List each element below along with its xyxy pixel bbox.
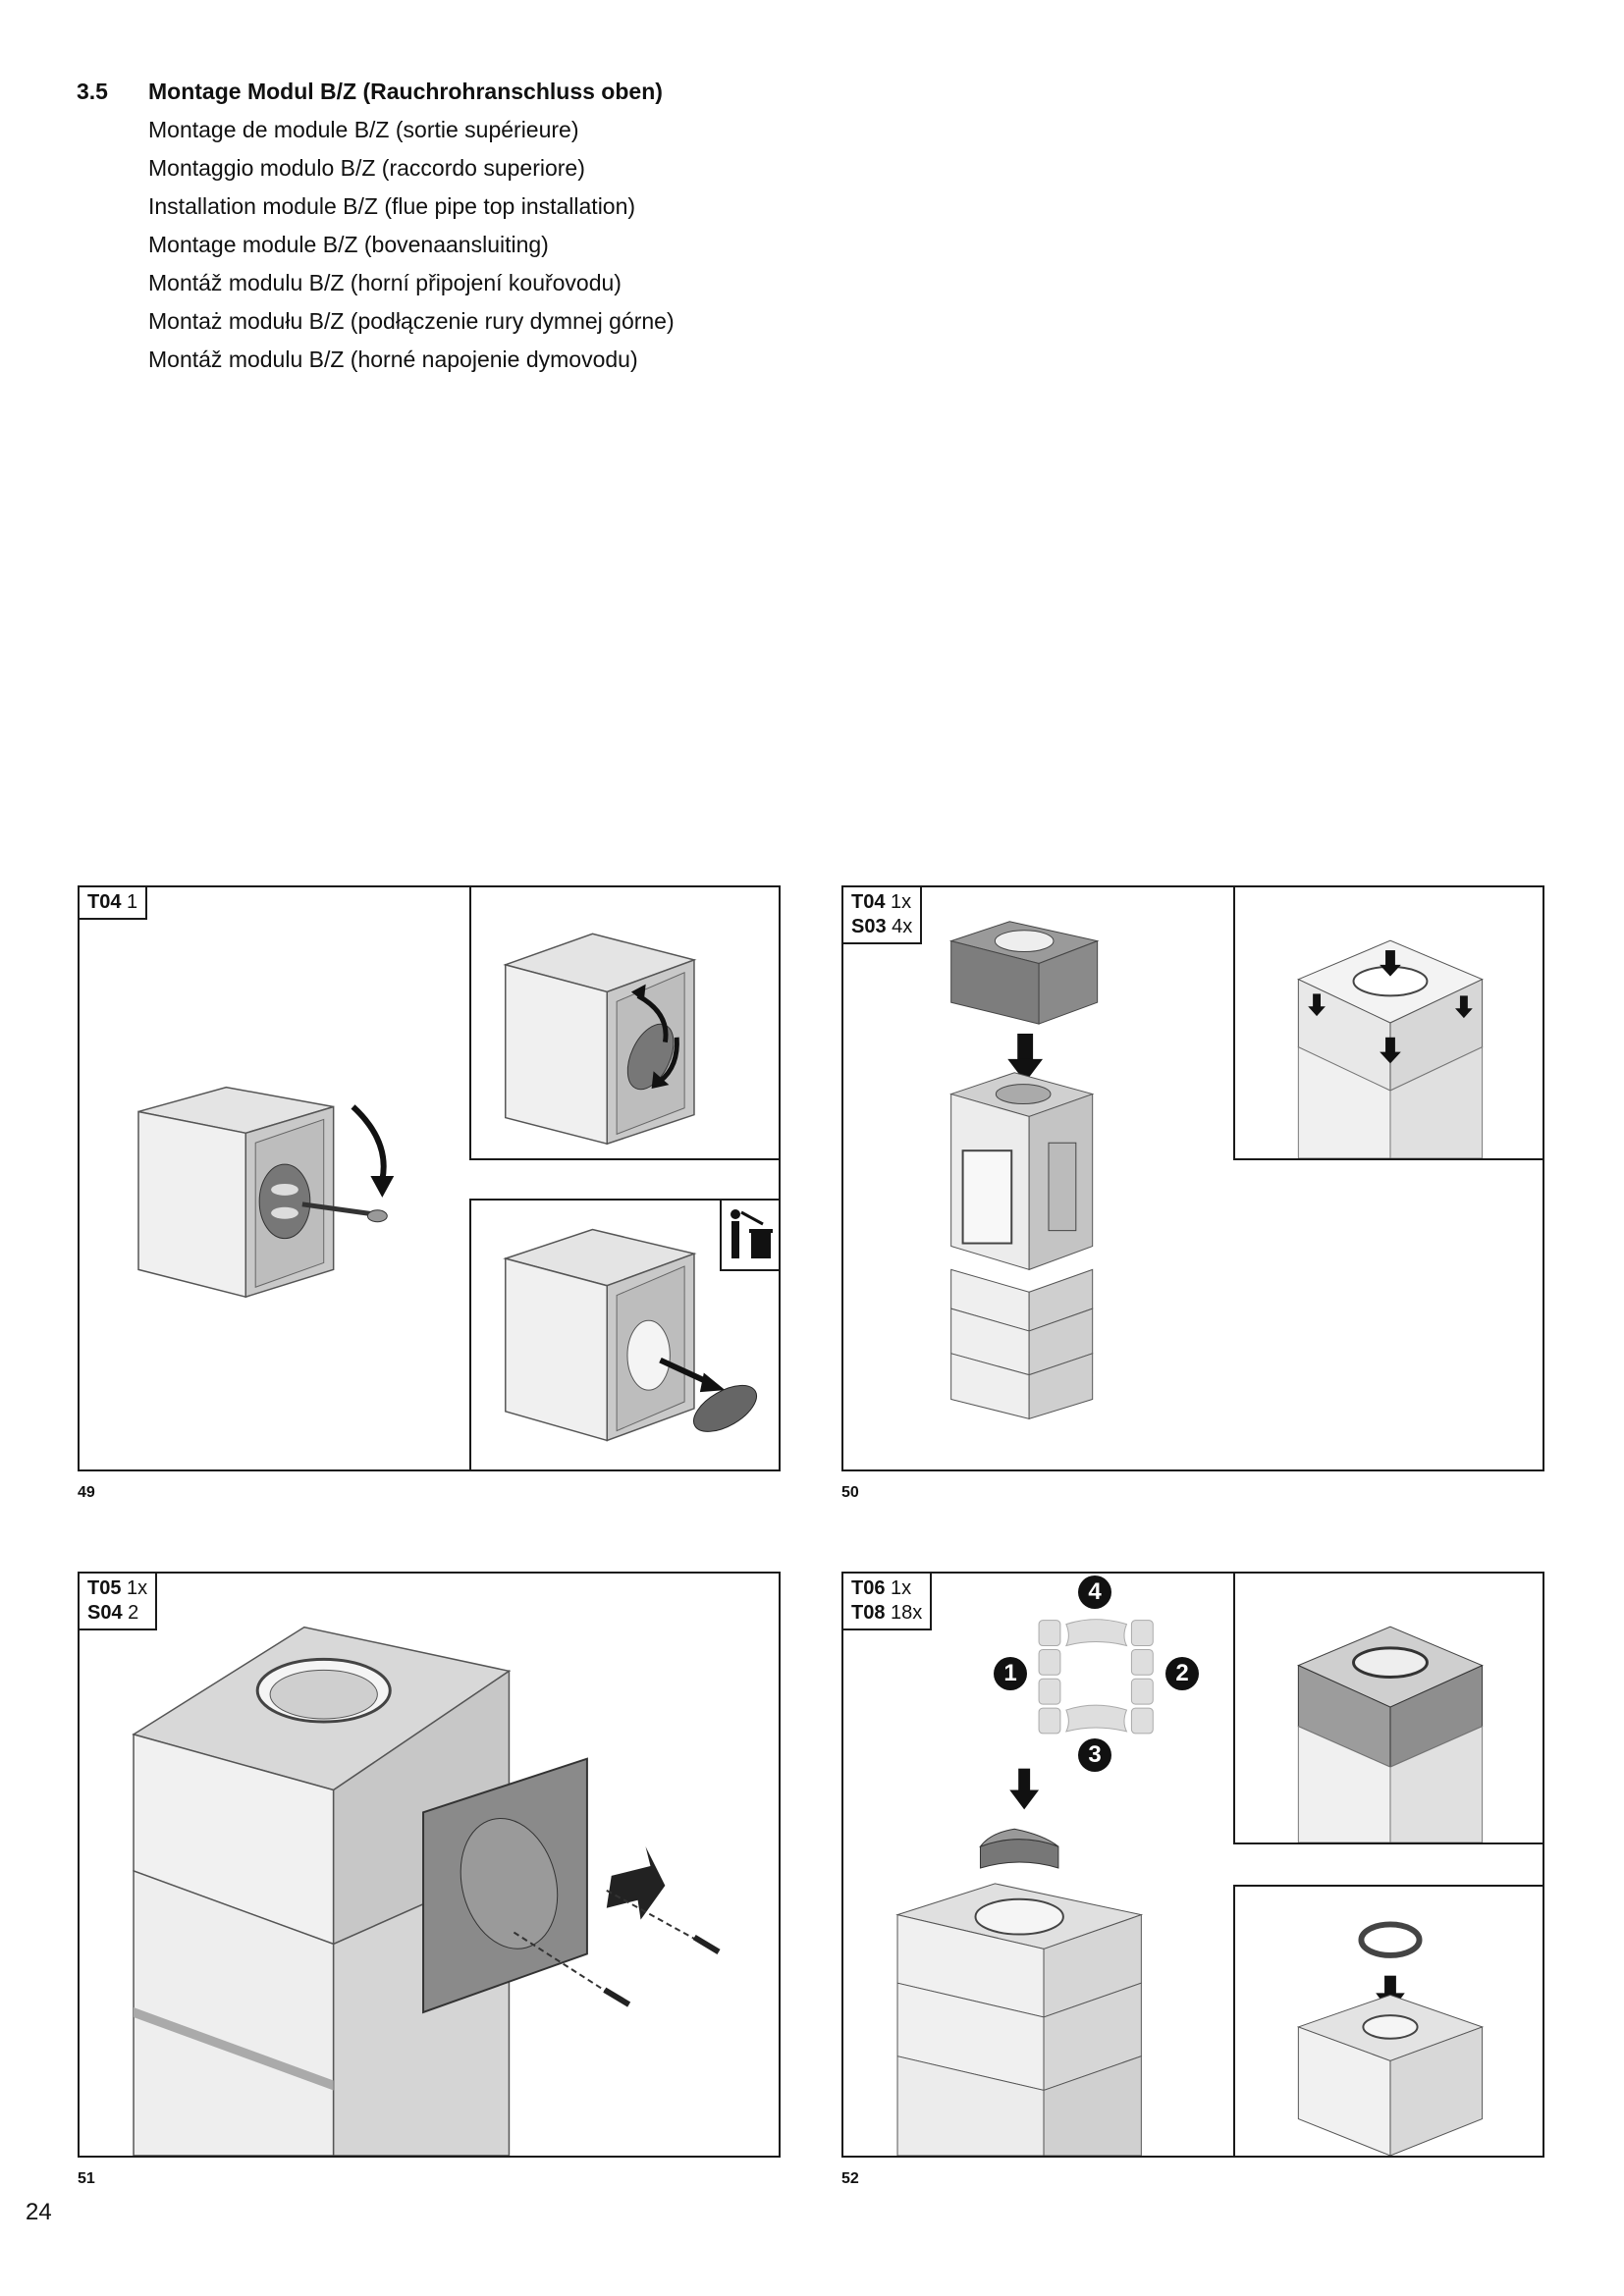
parts-tag: T06 1x T08 18x bbox=[843, 1574, 933, 1630]
module-remove-cover-illustration bbox=[137, 1086, 395, 1299]
title-cs: Montáž modulu B/Z (horní připojení kouřo… bbox=[148, 270, 622, 295]
part-code: T08 bbox=[851, 1602, 886, 1624]
title-en: Installation module B/Z (flue pipe top i… bbox=[148, 193, 636, 219]
title-it: Montaggio modulo B/Z (raccordo superiore… bbox=[148, 155, 585, 181]
part-qty: 1x bbox=[127, 1577, 148, 1599]
part-qty: 18x bbox=[891, 1602, 923, 1624]
part-code: T05 bbox=[87, 1577, 122, 1599]
figure-number: 49 bbox=[78, 1484, 95, 1501]
flue-connector-plate-illustration bbox=[132, 1626, 721, 2156]
detail-cover-discard bbox=[469, 1199, 779, 1469]
parts-tag: T04 1 bbox=[80, 887, 148, 920]
title-de: Montage Modul B/Z (Rauchrohranschluss ob… bbox=[148, 79, 663, 104]
figure-51: T05 1x S04 2 bbox=[78, 1572, 781, 2158]
figure-49: T04 1 bbox=[78, 885, 781, 1471]
detail-top-block-screws bbox=[1233, 887, 1543, 1160]
step-badge: 2 bbox=[1165, 1657, 1199, 1690]
insulation-blocks-illustration bbox=[895, 1619, 1154, 2156]
title-fr: Montage de module B/Z (sortie supérieure… bbox=[148, 117, 579, 142]
step-badge: 1 bbox=[994, 1657, 1027, 1690]
stove-stack-top-block-illustration bbox=[948, 921, 1100, 1420]
part-code: S03 bbox=[851, 916, 887, 937]
detail-cover-rotate bbox=[469, 887, 779, 1160]
part-qty: 1x bbox=[891, 1577, 912, 1599]
part-qty: 4x bbox=[892, 916, 913, 937]
section-titles: Montage Modul B/Z (Rauchrohranschluss ob… bbox=[148, 73, 836, 379]
figure-50: T04 1x S03 4x bbox=[841, 885, 1544, 1471]
figure-number: 51 bbox=[78, 2170, 95, 2187]
parts-tag: T05 1x S04 2 bbox=[80, 1574, 158, 1630]
part-code: T04 bbox=[87, 891, 122, 913]
part-code: T06 bbox=[851, 1577, 886, 1599]
part-qty: 2 bbox=[128, 1602, 139, 1624]
figure-number: 52 bbox=[841, 2170, 859, 2187]
figure-number: 50 bbox=[841, 1484, 859, 1501]
title-pl: Montaż modułu B/Z (podłączenie rury dymn… bbox=[148, 308, 675, 334]
section-number: 3.5 bbox=[77, 79, 108, 104]
step-badge: 3 bbox=[1078, 1738, 1111, 1772]
waste-bin-icon bbox=[720, 1201, 779, 1271]
part-qty: 1x bbox=[891, 891, 912, 913]
parts-tag: T04 1x S03 4x bbox=[843, 887, 923, 944]
part-qty: 1 bbox=[127, 891, 138, 913]
figure-52: T06 1x T08 18x 4 1 2 3 bbox=[841, 1572, 1544, 2158]
detail-seal-ring bbox=[1233, 1885, 1543, 2156]
part-code: T04 bbox=[851, 891, 886, 913]
title-nl: Montage module B/Z (bovenaansluiting) bbox=[148, 232, 549, 257]
part-code: S04 bbox=[87, 1602, 123, 1624]
page-number: 24 bbox=[26, 2199, 52, 2225]
detail-blocks-installed bbox=[1233, 1574, 1543, 1844]
title-sk: Montáž modulu B/Z (horné napojenie dymov… bbox=[148, 347, 638, 372]
step-badge: 4 bbox=[1078, 1575, 1111, 1609]
